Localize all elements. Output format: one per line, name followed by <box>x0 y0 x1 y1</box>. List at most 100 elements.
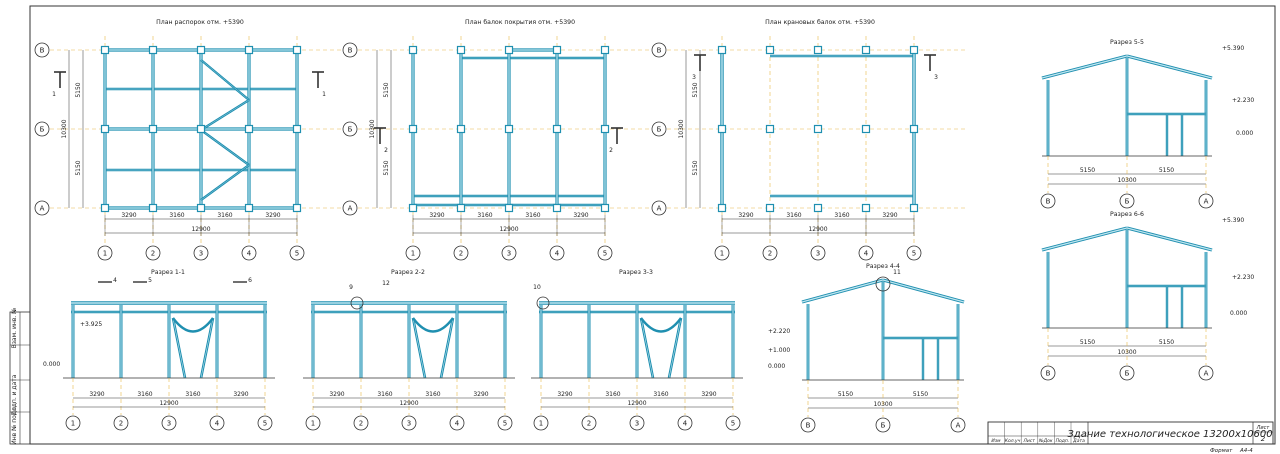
col-axis-4-label: 4 <box>864 250 869 258</box>
span-dim-2: 3160 <box>525 212 540 219</box>
sec44-axis-1 <box>875 417 891 433</box>
node-0-0 <box>408 45 418 55</box>
node-0-4 <box>292 45 302 55</box>
outer-border <box>29 5 1276 445</box>
sec11-span-1: 3160 <box>137 391 152 398</box>
plan1-brace-a-inner <box>200 59 250 101</box>
node-1-2 <box>196 124 206 134</box>
node-2-1 <box>765 203 775 213</box>
node-0-3 <box>552 45 562 55</box>
plan1-brace-c-inner <box>200 129 250 166</box>
span-dim-3: 3290 <box>882 212 897 219</box>
side-label-1: Подп. и дата <box>11 374 18 415</box>
sec55-axis-1-label: Б <box>1125 198 1130 206</box>
col-axis-3-label: 3 <box>507 250 511 258</box>
total-dim: 12900 <box>499 226 518 233</box>
sec33-span-2: 3160 <box>653 391 668 398</box>
sec22-total: 12900 <box>399 400 418 407</box>
node-0-1 <box>148 45 158 55</box>
sec44-axis-2-label: А <box>956 422 961 430</box>
vdim-width: 10300 <box>678 119 685 138</box>
section-title-sec33: Разрез 3-3 <box>619 269 653 276</box>
sec33-axis-3-label: 4 <box>683 420 688 428</box>
row-axis-В <box>651 42 667 58</box>
sec33-axis-0-label: 1 <box>539 420 543 428</box>
node-1-1 <box>456 124 466 134</box>
vdim-width: 10300 <box>61 119 68 138</box>
row-axis-А-label: А <box>657 205 662 213</box>
sec22-axis-0 <box>305 415 321 431</box>
sec66-axis-2 <box>1198 365 1214 381</box>
span-dim-2: 3160 <box>217 212 232 219</box>
node-1-3 <box>861 124 871 134</box>
section-title-sec22: Разрез 2-2 <box>391 269 425 276</box>
plan-title-plan3: План крановых балок отм. +5390 <box>765 18 875 26</box>
stamp-col-label-2: Лист <box>1022 438 1035 444</box>
node-0-1 <box>765 45 775 55</box>
sec22-axis-0-label: 1 <box>311 420 315 428</box>
sec44-half-a: 5150 <box>838 391 853 398</box>
sec22-detail-circle <box>350 296 364 310</box>
node-0-3 <box>244 45 254 55</box>
stamp-sheet: 2 <box>1261 435 1266 443</box>
sec44-detail-circle <box>875 276 891 292</box>
sec33-axis-0 <box>533 415 549 431</box>
row-axis-Б-label: Б <box>657 126 662 134</box>
col-axis-3 <box>501 245 517 261</box>
sec44-axis-1-label: Б <box>881 422 886 430</box>
span-dim-1: 3160 <box>169 212 184 219</box>
sec33-axis-1 <box>581 415 597 431</box>
span-dim-3: 3290 <box>573 212 588 219</box>
col-axis-2 <box>453 245 469 261</box>
sec66-level-1: 0.000 <box>1230 310 1247 317</box>
sec22-span-1: 3160 <box>377 391 392 398</box>
stamp-title: Здание технологическое 13200х10600 <box>1067 429 1272 440</box>
sec55-axis-0 <box>1040 193 1056 209</box>
vdim-half-2: 5150 <box>75 160 82 175</box>
col-axis-2 <box>762 245 778 261</box>
vdim-half-1: 5150 <box>75 82 82 97</box>
section-title-sec11: Разрез 1-1 <box>151 269 185 276</box>
stamp-col-label-5: Дата <box>1072 438 1085 444</box>
stamp-format: А4-4 <box>1239 448 1253 454</box>
sec55-half-b: 5150 <box>1159 167 1174 174</box>
vdim-half-2: 5150 <box>383 160 390 175</box>
stamp-col-label-1: Кол.уч <box>1005 438 1021 444</box>
row-axis-Б <box>651 121 667 137</box>
cut-label-5: 3 <box>934 74 938 81</box>
col-axis-4-label: 4 <box>555 250 560 258</box>
sec22-detail-12: 12 <box>382 280 390 287</box>
node-0-1 <box>456 45 466 55</box>
sec33-span-3: 3290 <box>701 391 716 398</box>
sec33-axis-4 <box>725 415 741 431</box>
sec33-axis-1-label: 2 <box>587 420 591 428</box>
sec44-detail-label: 11 <box>893 269 901 276</box>
sec11-axis-0-label: 1 <box>71 420 75 428</box>
col-axis-1 <box>97 245 113 261</box>
row-axis-В <box>34 42 50 58</box>
sec66-level-0: +2.230 <box>1232 274 1254 281</box>
node-1-3 <box>244 124 254 134</box>
section-title-sec44: Разрез 4-4 <box>866 263 900 270</box>
side-label-2: Взам. инв. № <box>11 308 18 349</box>
sec44-level-1: +1.000 <box>768 347 790 354</box>
sec22-axis-3-label: 4 <box>455 420 460 428</box>
row-axis-Б <box>34 121 50 137</box>
sec55-axis-2-label: А <box>1204 198 1209 206</box>
sec11-brace-a-inner <box>172 317 186 379</box>
sec33-axis-4-label: 5 <box>731 420 735 428</box>
col-axis-4 <box>549 245 565 261</box>
sec11-axis-1-label: 2 <box>119 420 123 428</box>
sec11-axis-2-label: 3 <box>167 420 171 428</box>
sec22-span-0: 3290 <box>329 391 344 398</box>
sec44-rafter-left-inner <box>801 279 884 303</box>
cut-label-4: 3 <box>692 74 696 81</box>
sec11-span-0: 3290 <box>89 391 104 398</box>
sec11-span-3: 3290 <box>233 391 248 398</box>
